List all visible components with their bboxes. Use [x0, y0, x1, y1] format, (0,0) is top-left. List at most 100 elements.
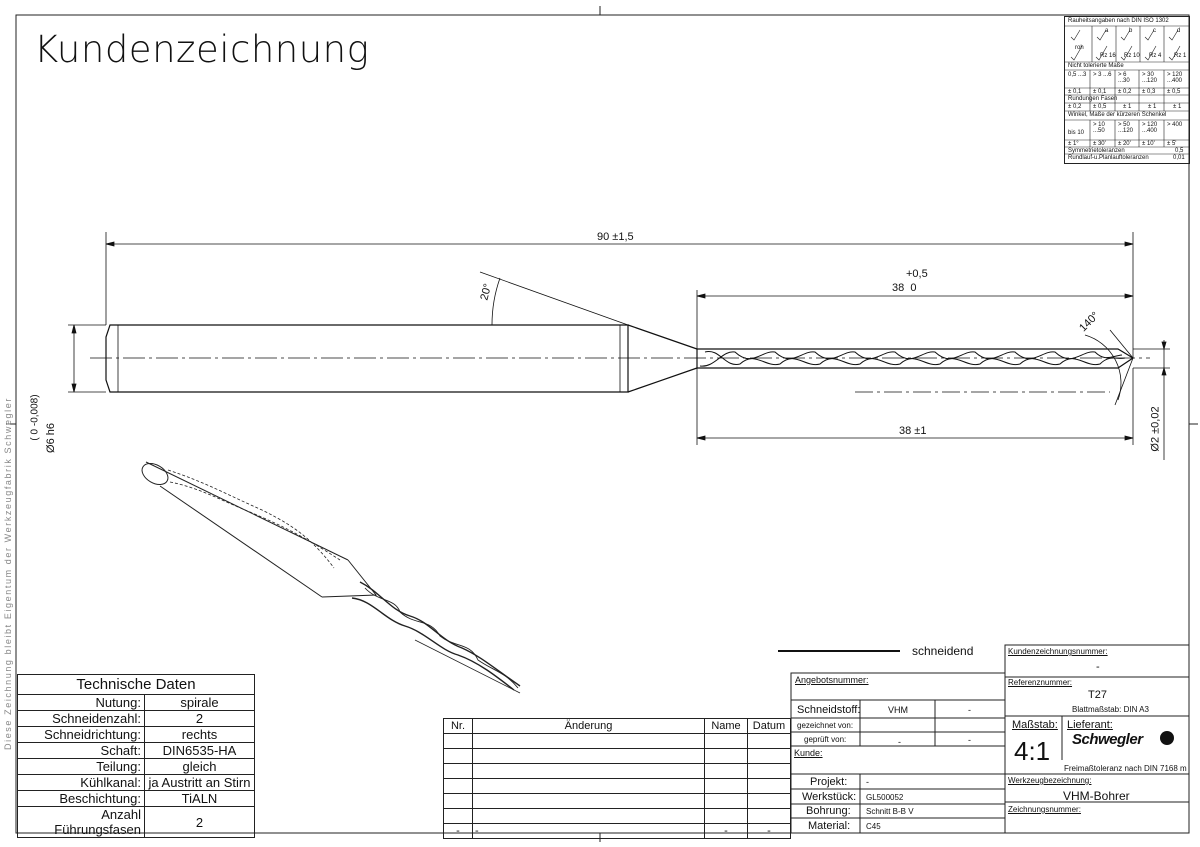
- table-row: [443, 808, 791, 824]
- rough-rz-a: Rz 16: [1100, 53, 1116, 59]
- rough-winkel-title: Winkel, Maße der kürzeren Schenkel: [1068, 112, 1167, 118]
- change-col-nr: Nr.: [443, 718, 473, 734]
- rough-title: Rauheitsangaben nach DIN ISO 1302: [1068, 18, 1169, 24]
- drill-side-view: [90, 324, 1150, 393]
- page-title: Kundenzeichnung: [34, 28, 370, 71]
- change-table: Nr. Änderung Name Datum - - - -: [443, 718, 791, 839]
- tech-value: spirale: [144, 694, 255, 711]
- rough-rz-b: Rz 10: [1124, 53, 1140, 59]
- table-row: [443, 748, 791, 764]
- table-row: [443, 793, 791, 809]
- tb-wz-label: Werkzeugbezeichnung:: [1008, 776, 1092, 785]
- dim-d6-arrows: [71, 324, 77, 393]
- rough-winkel-tol-2: ± 20': [1118, 141, 1131, 147]
- table-row: Beschichtung:TiALN: [17, 790, 255, 807]
- tech-label: Schaft:: [17, 742, 145, 759]
- dim-20-leader: [479, 271, 629, 326]
- rough-rund-3: ± 1: [1148, 104, 1157, 110]
- tech-label: Beschichtung:: [17, 790, 145, 807]
- dim-20-arc: [491, 277, 501, 326]
- iso-shank-end: [141, 463, 169, 485]
- tb-lieferant-label: Lieferant:: [1067, 719, 1113, 731]
- rough-tol-0: ± 0,1: [1068, 89, 1082, 95]
- rough-sym-value: 0,5: [1175, 148, 1184, 154]
- tech-label: Anzahl Führungsfasen: [17, 806, 145, 838]
- rough-winkel-range-0: bis 10: [1068, 130, 1085, 136]
- tb-kunde-label: Kunde:: [794, 748, 823, 758]
- legend-schneidend: schneidend: [912, 644, 974, 658]
- dim-d2-arrows: [1161, 341, 1167, 376]
- tb-geprueft-label: geprüft von:: [804, 735, 847, 744]
- rough-rund-4: ± 1: [1173, 104, 1182, 110]
- table-row: Schaft:DIN6535-HA: [17, 742, 255, 759]
- dim-overall-label: 90 ±1,5: [597, 231, 634, 243]
- dim-38-bot-arrows: [696, 435, 1134, 441]
- rough-rund-2: ± 1: [1123, 104, 1132, 110]
- rough-sym-label: Symmetrietoleranzen: [1068, 148, 1125, 154]
- rough-range-1: > 3 ...6: [1093, 72, 1112, 78]
- rough-range-3: > 30 ...120: [1142, 72, 1158, 84]
- change-last-name: -: [704, 823, 748, 839]
- rough-tol-4: ± 0,5: [1167, 89, 1181, 95]
- tb-angebot-label: Angebotsnummer:: [795, 675, 869, 685]
- dim-140-leader-b: [1114, 357, 1134, 406]
- rough-winkel-tol-1: ± 30': [1093, 141, 1106, 147]
- drill-cone: [627, 324, 698, 393]
- rough-winkel-tol-0: ± 1°: [1068, 141, 1079, 147]
- rough-rundlauf-value: 0,01: [1173, 155, 1185, 161]
- rough-range-4: > 120 ...400: [1167, 72, 1183, 84]
- table-row: Teilung:gleich: [17, 758, 255, 775]
- change-col-name: Name: [704, 718, 748, 734]
- flute-helix-a: [704, 351, 1126, 366]
- tb-kzn-value: -: [1096, 661, 1100, 673]
- rough-rund-title: Rundungen Fasen: [1068, 96, 1118, 102]
- tb-gezeichnet-label: gezeichnet von:: [797, 721, 854, 730]
- ownership-note: Diese Zeichnung bleibt Eigentum der Werk…: [3, 397, 13, 750]
- roughness-tolerance-table: Rauheitsangaben nach DIN ISO 1302: [1064, 16, 1190, 164]
- tb-material-label: Material:: [808, 820, 851, 832]
- rough-letter-d: d: [1177, 28, 1181, 34]
- tb-ref-value: T27: [1088, 689, 1107, 701]
- dim-tip-dia-label: Ø2 ±0,02: [1149, 406, 1162, 452]
- change-last-nr: -: [443, 823, 473, 839]
- change-last-change: -: [472, 823, 705, 839]
- tb-projekt-label: Projekt:: [810, 776, 848, 788]
- tech-value: gleich: [144, 758, 255, 775]
- tb-schneidstoff-value: VHM: [888, 705, 908, 715]
- rough-rundlauf-label: Rundlauf-u.Planlauftoleranzen: [1068, 155, 1149, 161]
- gear-icon: [1160, 731, 1174, 745]
- iso-hidden-channel: [169, 481, 341, 561]
- tb-bohrung-value: Schnitt B-B V: [866, 807, 914, 816]
- tb-zn-label: Zeichnungsnummer:: [1008, 805, 1081, 814]
- tb-schneidstoff-dash: -: [968, 705, 971, 715]
- rough-grid: [1065, 25, 1189, 155]
- rough-winkel-range-1: > 10 ...50: [1093, 122, 1105, 134]
- change-header-row: Nr. Änderung Name Datum: [443, 718, 791, 734]
- drill-shank: [105, 324, 629, 393]
- rough-rund-0: ± 0,2: [1068, 104, 1082, 110]
- tech-label: Schneidrichtung:: [17, 726, 145, 743]
- rough-range-2: > 6 ...30: [1118, 72, 1130, 84]
- dim-shank-tol-label: ( 0 -0,008): [29, 394, 41, 441]
- table-row: [443, 733, 791, 749]
- flute-helix-b: [699, 351, 1123, 367]
- iso-shank-bottom: [159, 485, 323, 598]
- tb-material-value: C45: [866, 822, 881, 831]
- tech-label: Teilung:: [17, 758, 145, 775]
- tech-value: ja Austritt an Stirn: [144, 774, 255, 791]
- change-col-change: Änderung: [472, 718, 705, 734]
- tech-value: rechts: [144, 726, 255, 743]
- change-last-date: -: [747, 823, 791, 839]
- tb-projekt-value: -: [866, 777, 869, 787]
- rough-roh: roh: [1075, 45, 1084, 51]
- tb-werkstueck-label: Werkstück:: [802, 791, 857, 803]
- tech-value: DIN6535-HA: [144, 742, 255, 759]
- tb-massstab-value: 4:1: [1014, 736, 1051, 766]
- tb-geprueft-value: -: [898, 737, 901, 747]
- table-row: Kühlkanal:ja Austritt an Stirn: [17, 774, 255, 791]
- tb-freimass: Freimaßtoleranz nach DIN 7168 m: [1064, 764, 1187, 773]
- tb-bohrung-label: Bohrung:: [806, 805, 851, 817]
- tb-kzn-label: Kundenzeichnungsnummer:: [1008, 647, 1108, 656]
- rough-winkel-tol-4: ± 5': [1167, 141, 1177, 147]
